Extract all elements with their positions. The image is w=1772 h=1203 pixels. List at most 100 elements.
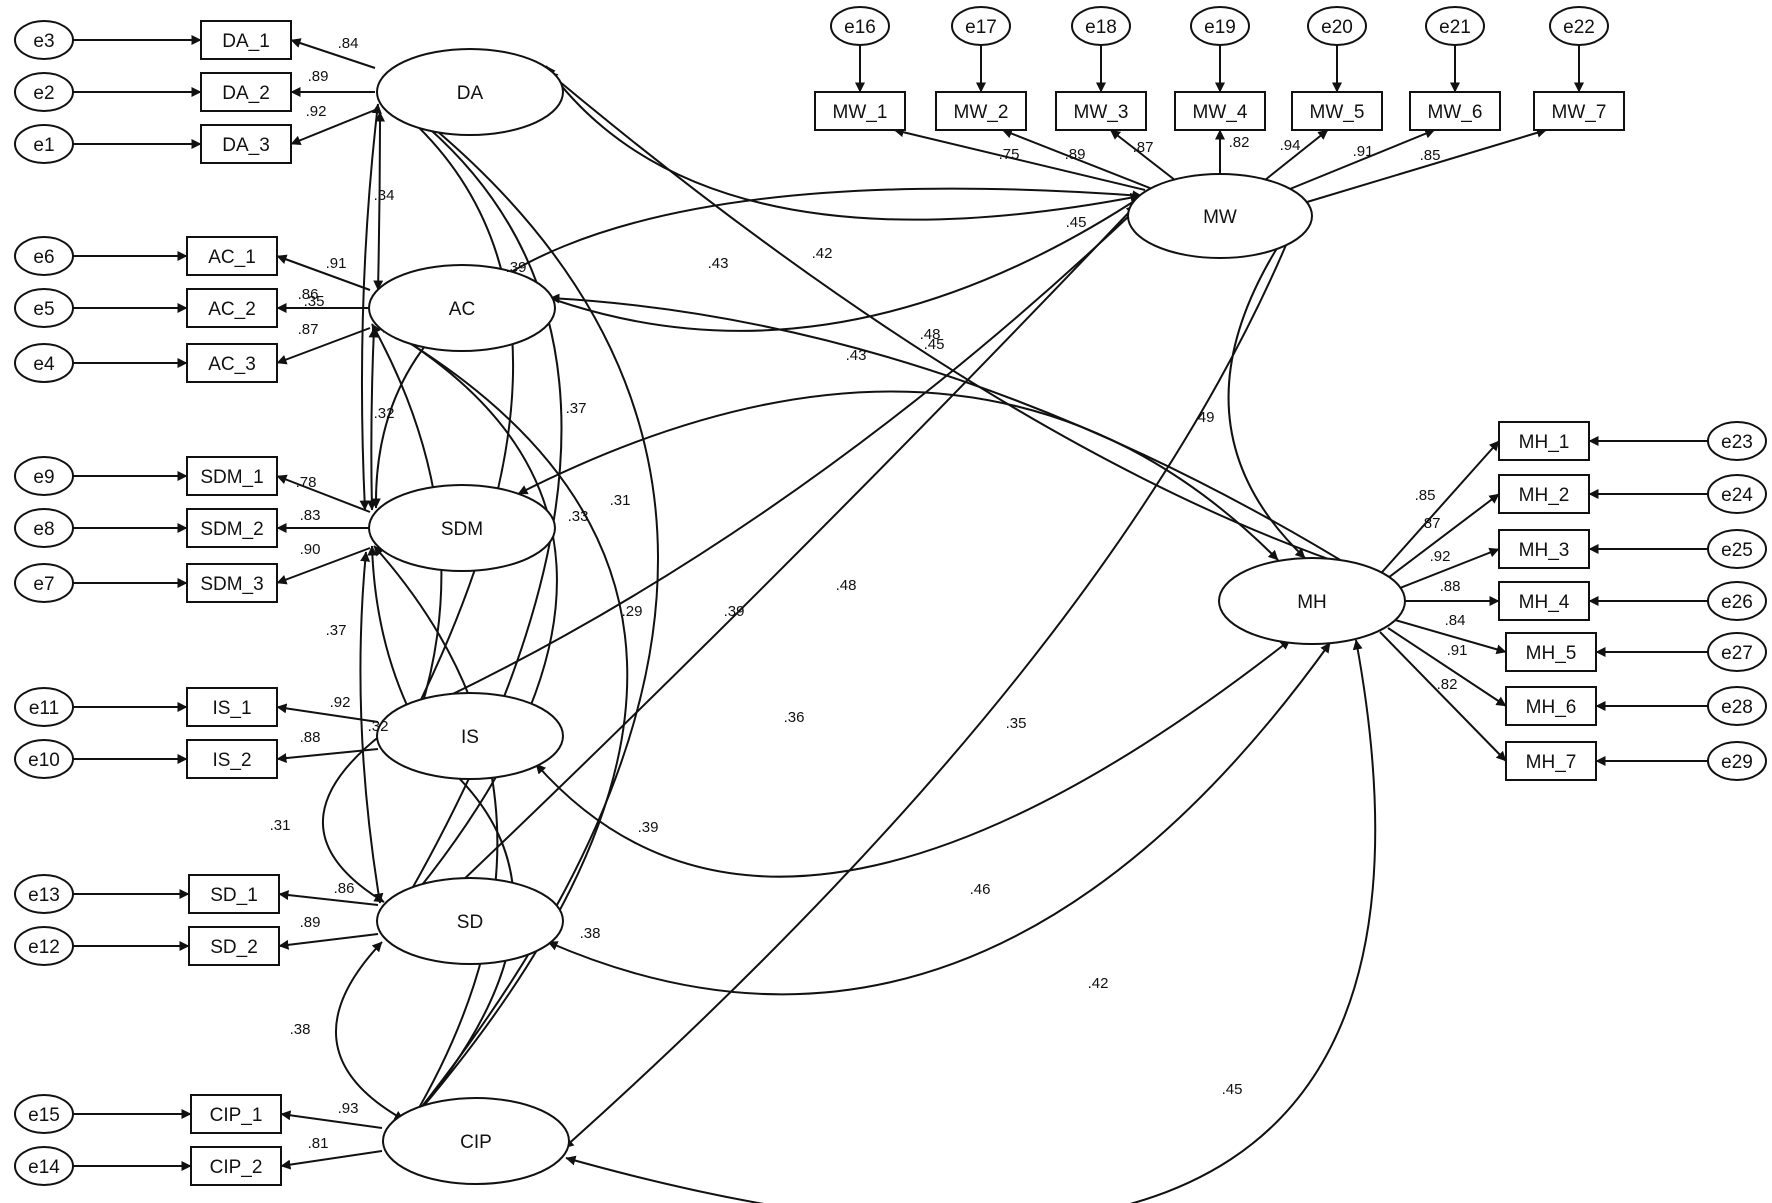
indicator-label-ac-1: AC_1 — [208, 247, 256, 268]
label-layer: .34.35.37.31.39.42.48.32.33.29.36.39.45.… — [270, 35, 1468, 1152]
indicator-box-da-2 — [200, 72, 292, 112]
covariance-value-da-mh: .48 — [920, 326, 941, 343]
indicator-box-cip-1 — [190, 1094, 282, 1134]
covariance-sdm-sd — [359, 551, 384, 904]
covariance-value-da-cip: .39 — [724, 603, 745, 620]
latent-label-is: IS — [461, 727, 479, 748]
covariance-value-is-cip: .38 — [580, 925, 601, 942]
error-label-e22: e22 — [1563, 17, 1595, 38]
error-label-e21: e21 — [1439, 17, 1471, 38]
loading-value-mh-2: .87 — [1420, 515, 1441, 532]
error-term-e12 — [14, 926, 74, 966]
covariance-mw-mh — [1227, 227, 1306, 559]
indicator-label-mw-4: MW_4 — [1193, 102, 1248, 123]
error-term-e2 — [14, 72, 74, 112]
loading-value-mw-6: .91 — [1353, 143, 1374, 160]
loading-path-mh-3 — [1394, 547, 1500, 591]
covariance-ac-mw — [485, 195, 1143, 332]
loading-path-cip-2 — [280, 1150, 383, 1170]
indicator-label-mh-2: MH_2 — [1519, 485, 1570, 506]
loading-path-da-3 — [290, 109, 376, 146]
indicator-box-is-2 — [186, 739, 278, 779]
loading-path-mw-1 — [893, 127, 1146, 191]
covariance-ac-sd — [375, 321, 558, 901]
covariance-da-sdm — [359, 103, 382, 511]
indicator-label-mw-7: MW_7 — [1552, 102, 1607, 123]
error-label-e6: e6 — [33, 247, 54, 268]
error-term-e28 — [1707, 686, 1767, 726]
error-label-e26: e26 — [1721, 592, 1753, 613]
indicator-box-mh-6 — [1505, 686, 1597, 726]
covariance-is-mh — [535, 639, 1291, 878]
loading-value-sdm-1: .78 — [296, 474, 317, 491]
loading-value-mh-5: .84 — [1445, 612, 1466, 629]
indicator-label-sdm-3: SDM_3 — [200, 574, 263, 595]
loading-path-mw-7 — [1306, 127, 1547, 203]
error-label-e5: e5 — [33, 299, 54, 320]
error-label-e2: e2 — [33, 83, 54, 104]
indicator-box-mh-1 — [1498, 421, 1590, 461]
latent-ellipse-sd — [376, 877, 564, 965]
loading-value-cip-2: .81 — [308, 1135, 329, 1152]
covariance-sd-mh — [547, 642, 1331, 996]
covariance-value-mw-mh: .49 — [1194, 409, 1215, 426]
error-term-e15 — [14, 1094, 74, 1134]
latent-label-sd: SD — [457, 912, 483, 933]
covariance-is-sd — [321, 713, 411, 903]
loading-path-is-2 — [276, 748, 379, 764]
covariance-value-ac-sd: .29 — [622, 603, 643, 620]
latent-label-ac: AC — [449, 299, 475, 320]
covariance-value-sd-mw: .45 — [1066, 214, 1087, 231]
error-term-e20 — [1307, 6, 1367, 46]
loading-path-sd-2 — [278, 933, 379, 950]
loading-value-is-2: .88 — [300, 729, 321, 746]
error-term-e17 — [951, 6, 1011, 46]
indicator-box-sd-2 — [188, 926, 280, 966]
error-label-e9: e9 — [33, 467, 54, 488]
loading-value-mw-5: .94 — [1280, 137, 1301, 154]
loading-value-mw-7: .85 — [1420, 147, 1441, 164]
error-term-e19 — [1190, 6, 1250, 46]
error-term-e21 — [1425, 6, 1485, 46]
loading-value-mh-7: .82 — [1437, 676, 1458, 693]
indicator-label-mh-4: MH_4 — [1519, 592, 1570, 613]
loading-path-ac-3 — [276, 327, 371, 365]
covariance-value-sdm-mh: .43 — [846, 347, 867, 364]
loading-value-is-1: .92 — [330, 694, 351, 711]
indicator-label-da-2: DA_2 — [222, 83, 270, 104]
error-term-e5 — [14, 288, 74, 328]
error-term-e8 — [14, 508, 74, 548]
loading-value-da-3: .92 — [306, 103, 327, 120]
latent-ellipse-ac — [368, 264, 556, 352]
error-label-e11: e11 — [29, 698, 59, 719]
error-term-e3 — [14, 20, 74, 60]
error-term-e18 — [1071, 6, 1131, 46]
indicator-label-da-3: DA_3 — [222, 135, 270, 156]
indicator-box-sdm-1 — [186, 456, 278, 496]
indicator-label-mh-7: MH_7 — [1526, 752, 1577, 773]
indicator-box-mw-2 — [935, 91, 1027, 131]
error-label-e12: e12 — [28, 937, 60, 958]
covariance-layer — [321, 65, 1377, 1203]
covariance-value-sdm-mw: .43 — [708, 255, 729, 272]
error-term-e13 — [14, 874, 74, 914]
indicator-label-cip-1: CIP_1 — [210, 1105, 263, 1126]
loading-value-mw-3: .87 — [1133, 139, 1154, 156]
indicator-box-sd-1 — [188, 874, 280, 914]
covariance-cip-mw — [563, 225, 1296, 1149]
loading-path-cip-1 — [280, 1110, 383, 1129]
covariance-value-ac-sdm: .32 — [374, 405, 395, 422]
error-label-e15: e15 — [28, 1105, 60, 1126]
covariance-value-sd-mh: .42 — [1088, 975, 1109, 992]
loading-value-sdm-3: .90 — [300, 541, 321, 558]
indicator-label-mw-5: MW_5 — [1310, 102, 1365, 123]
indicator-label-is-2: IS_2 — [212, 750, 251, 771]
loading-path-mw-2 — [1002, 128, 1161, 193]
node-layer: DA_1e3DA_2e2DA_3e1AC_1e6AC_2e5AC_3e4SDM_… — [14, 6, 1767, 1186]
loading-value-mw-4: .82 — [1229, 134, 1250, 151]
loading-value-mw-2: .89 — [1065, 146, 1086, 163]
indicator-label-mw-6: MW_6 — [1428, 102, 1483, 123]
covariance-value-da-ac: .34 — [374, 187, 395, 204]
indicator-box-ac-1 — [186, 236, 278, 276]
covariance-da-cip — [403, 103, 659, 1125]
